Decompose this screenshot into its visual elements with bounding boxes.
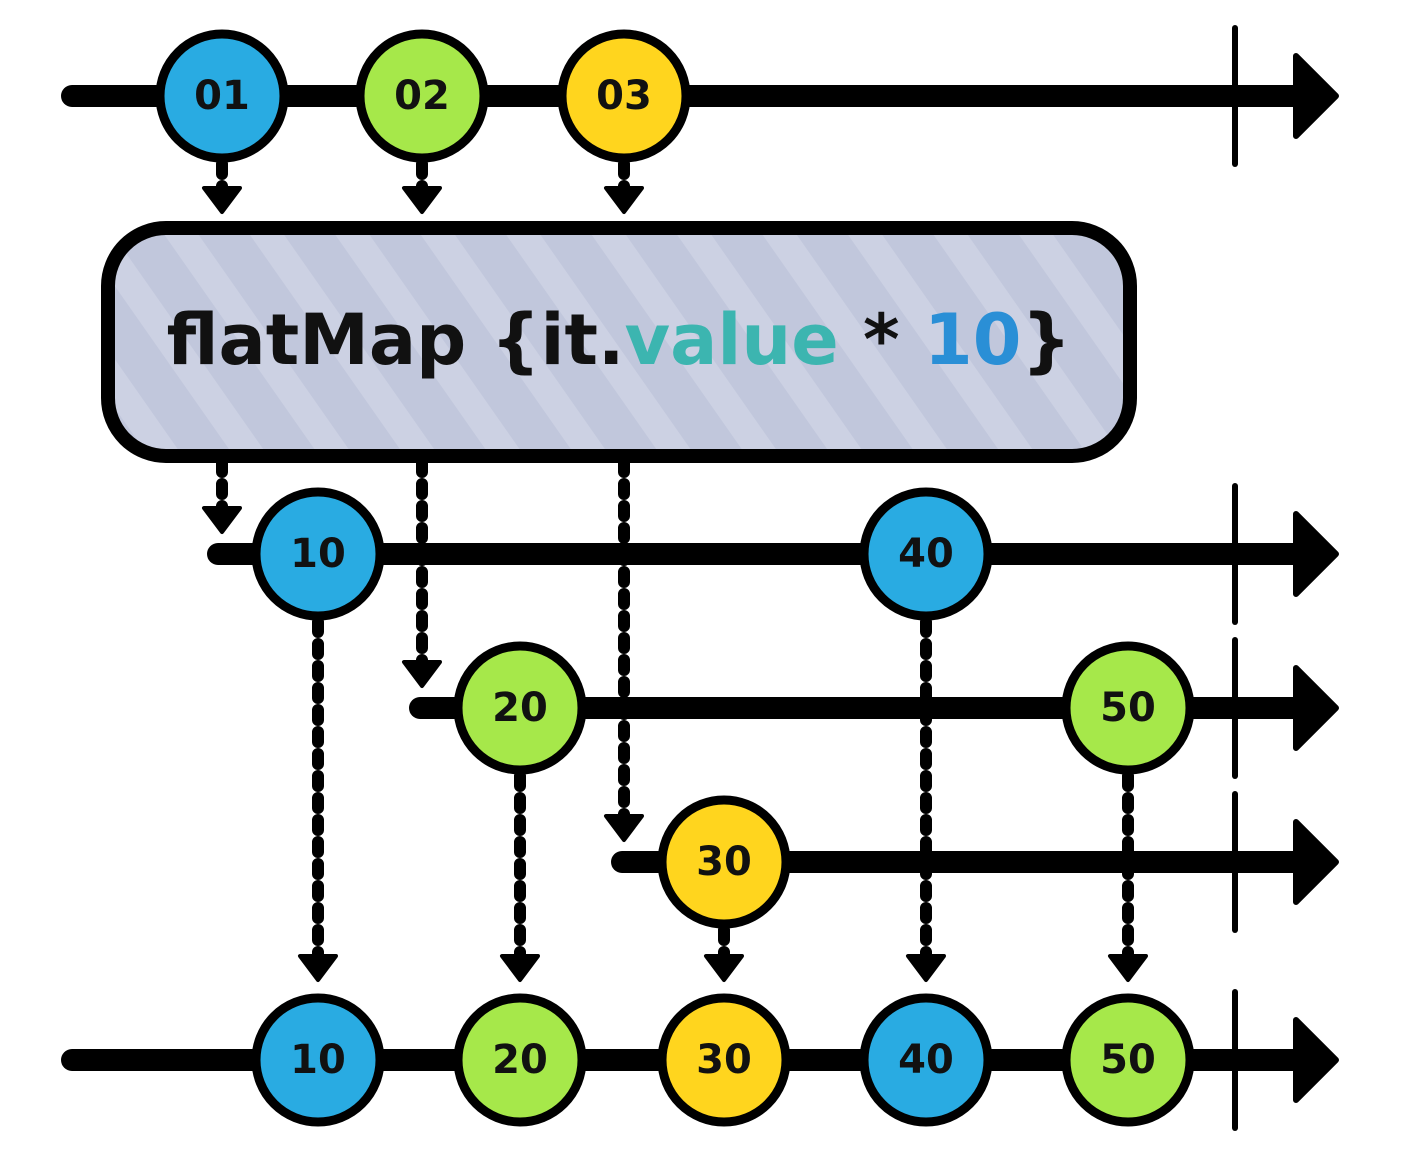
inner-1-to-result-arrow-1-arrow [1108, 954, 1148, 982]
inner-2-marble-0-label: 30 [696, 839, 752, 885]
inner-2-marble-0: 30 [657, 795, 791, 929]
inner-1-to-result-arrow-0-arrow [500, 954, 540, 982]
result-marble-0-label: 10 [290, 1037, 346, 1083]
result-marble-4: 50 [1061, 993, 1195, 1127]
source-marble-0-circle [155, 29, 289, 163]
result-marble-2: 30 [657, 993, 791, 1127]
source-marble-0: 01 [155, 29, 289, 163]
source-to-operator-arrow-0-arrow [202, 186, 242, 214]
source-to-operator-arrow-2-arrow [604, 186, 644, 214]
inner-0-marble-0-label: 10 [290, 531, 346, 577]
inner-1-to-result-arrow-0 [500, 770, 540, 982]
result-marble-3-label: 40 [898, 1037, 954, 1083]
inner-1-marble-0: 20 [453, 641, 587, 775]
source-marble-2-circle [557, 29, 691, 163]
inner-0-marble-0-circle [251, 487, 385, 621]
inner-0-marble-1-circle [859, 487, 993, 621]
inner-2-to-result-arrow-0 [704, 924, 744, 982]
source-to-operator-arrow-2 [604, 158, 644, 214]
source-marble-1-label: 02 [394, 73, 450, 119]
inner-1-marble-0-circle [453, 641, 587, 775]
result-marble-1: 20 [453, 993, 587, 1127]
inner-timeline-1-arrowhead [1293, 665, 1339, 751]
inner-1-marble-1: 50 [1061, 641, 1195, 775]
result-marble-0: 10 [251, 993, 385, 1127]
operator-value-word: value [625, 299, 839, 381]
result-marble-3: 40 [859, 993, 993, 1127]
result-marble-2-label: 30 [696, 1037, 752, 1083]
operator-box: flatMap {it.value * 10} [101, 221, 1137, 463]
source-marble-2: 03 [557, 29, 691, 163]
inner-0-to-result-arrow-1-arrow [906, 954, 946, 982]
result-marble-4-label: 50 [1100, 1037, 1156, 1083]
operator-number: 10 [924, 299, 1021, 381]
operator-to-inner-arrow-1-arrow [402, 660, 442, 688]
source-marble-0-label: 01 [194, 73, 250, 119]
result-marble-0-circle [251, 993, 385, 1127]
inner-2-marble-0-circle [657, 795, 791, 929]
inner-1-marble-1-circle [1061, 641, 1195, 775]
inner-1-marble-1-label: 50 [1100, 685, 1156, 731]
inner-0-to-result-arrow-0 [298, 616, 338, 982]
result-timeline-arrowhead [1293, 1017, 1339, 1103]
operator-to-inner-arrow-2 [604, 456, 644, 842]
source-timeline-arrowhead [1293, 53, 1339, 139]
source-to-operator-arrow-1 [402, 158, 442, 214]
operator-label: flatMap {it.value * 10} [167, 299, 1072, 381]
inner-0-marble-1-label: 40 [898, 531, 954, 577]
operator-to-inner-arrow-0 [202, 456, 242, 534]
source-marble-1: 02 [355, 29, 489, 163]
operator-times: * [839, 299, 924, 381]
operator-prefix: flatMap {it. [167, 299, 625, 381]
inner-timeline-2-arrowhead [1293, 819, 1339, 905]
operator-to-inner-arrow-1 [402, 456, 442, 688]
source-marble-2-label: 03 [596, 73, 652, 119]
result-marble-3-circle [859, 993, 993, 1127]
marbles: 01 02 03 10 40 20 50 30 10 20 30 40 50 [155, 29, 1195, 1127]
inner-1-to-result-arrow-1 [1108, 770, 1148, 982]
result-marble-1-circle [453, 993, 587, 1127]
result-marble-2-circle [657, 993, 791, 1127]
inner-0-marble-1: 40 [859, 487, 993, 621]
inner-0-marble-0: 10 [251, 487, 385, 621]
source-to-operator-arrow-0 [202, 158, 242, 214]
result-marble-1-label: 20 [492, 1037, 548, 1083]
inner-timeline-0-arrowhead [1293, 511, 1339, 597]
inner-1-marble-0-label: 20 [492, 685, 548, 731]
inner-0-to-result-arrow-0-arrow [298, 954, 338, 982]
source-marble-1-circle [355, 29, 489, 163]
source-to-operator-arrow-1-arrow [402, 186, 442, 214]
result-marble-4-circle [1061, 993, 1195, 1127]
inner-timeline-0 [207, 483, 1339, 625]
operator-suffix: } [1021, 299, 1071, 381]
inner-0-to-result-arrow-1 [906, 616, 946, 982]
inner-2-to-result-arrow-0-arrow [704, 954, 744, 982]
operator-to-inner-arrow-2-arrow [604, 814, 644, 842]
operator-to-inner-arrow-0-arrow [202, 506, 242, 534]
